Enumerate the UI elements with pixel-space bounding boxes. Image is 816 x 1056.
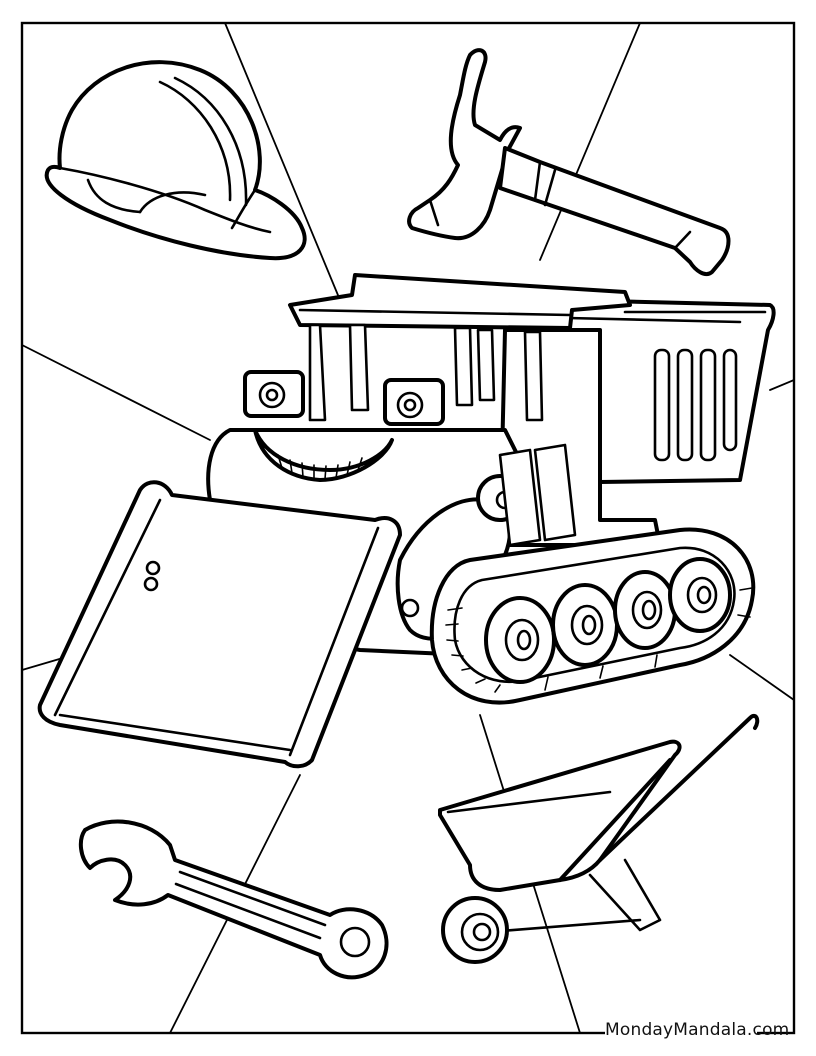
site-credit-text: MondayMandala.com (605, 1019, 790, 1041)
track-wheels (484, 557, 732, 684)
wheelbarrow-icon (438, 713, 760, 964)
smiling-mouth (253, 428, 394, 482)
headlight-right (383, 378, 445, 426)
hammer-icon (407, 48, 731, 277)
page-frame (20, 21, 796, 1035)
hard-hat-icon (44, 60, 307, 261)
dump-bed-ribs (653, 348, 738, 462)
teeth-lines (277, 454, 363, 480)
wrench-icon (78, 819, 389, 980)
track-tread-lines (445, 587, 753, 693)
headlight-left (243, 370, 305, 418)
front-bucket (37, 480, 402, 769)
bulldozer-truck-icon (37, 273, 776, 769)
caterpillar-track (429, 527, 756, 705)
